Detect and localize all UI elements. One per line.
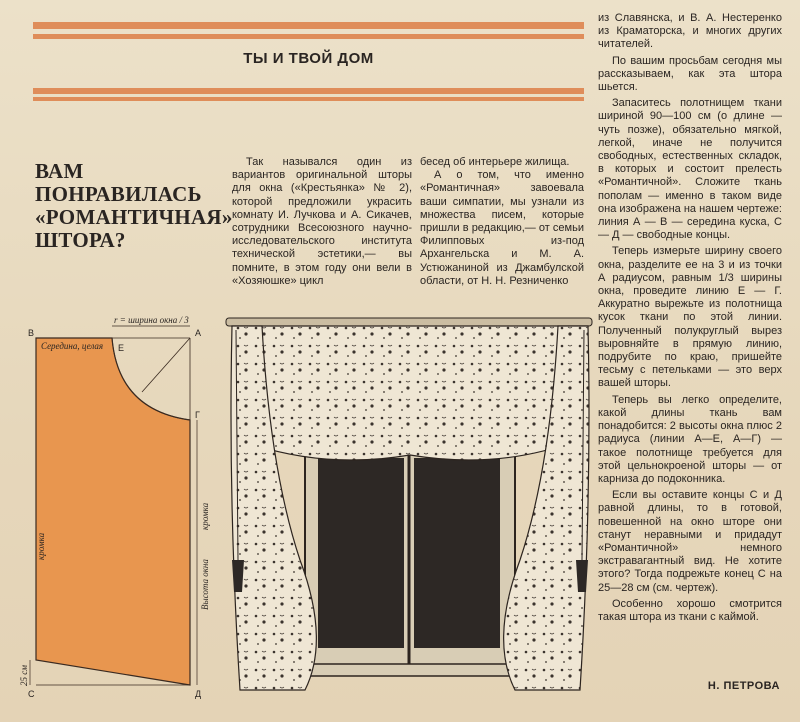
tassel-left [232,560,244,592]
point-d-label: Д [195,689,201,699]
paragraph: Запаситесь полотнищем ткани шириной 90—1… [598,97,782,242]
text-column-3: из Славянска, и В. А. Нестеренко из Крам… [598,12,782,627]
paragraph: бесед об интерьере жилища. [420,156,570,168]
paragraph: Теперь вы легко определите, какой длины … [598,393,782,485]
radius-line [141,337,191,393]
text-column-2: бесед об интерьере жилища. А о том, что … [420,156,584,288]
selvage-label-right: кромка [200,502,210,530]
window-sill [291,663,529,677]
window-pane-left [318,458,404,648]
header-band-top [33,22,584,29]
curtain-drape-left [230,325,317,691]
paragraph: Теперь измерьте ширину своего окна, разд… [598,245,782,390]
paragraph: Так назывался один из вариантов оригинал… [232,156,412,287]
point-e-label: Е [118,343,124,353]
point-g-label: Г [195,410,200,420]
author-signature: Н. ПЕТРОВА [707,680,780,692]
point-c-label: С [28,689,35,699]
headline-line-2: «РОМАНТИЧНАЯ» [35,205,233,229]
paragraph: из Славянска, и В. А. Нестеренко из Крам… [598,12,782,51]
window-height-label: Высота окна [200,559,210,610]
tassel-right [576,560,588,592]
radius-note: r = ширина окна / 3 [114,315,189,325]
headline-line-1: ВАМ ПОНРАВИЛАСЬ [35,159,202,206]
tassel-cord-right [581,329,585,561]
window-pane-right [414,458,500,648]
point-b-label: В [28,328,34,338]
curtain-valance [231,325,589,461]
paragraph: Особенно хорошо смотрится такая штора из… [598,597,782,623]
paragraph: Если вы оставите концы С и Д равной длин… [598,489,782,594]
section-title: ТЫ И ТВОЙ ДОМ [243,50,374,67]
fold-label: Середина, целая [41,341,103,351]
selvage-label-left: кромка [36,532,46,560]
curtain-rod [225,317,593,327]
header-band-bottom-thin [33,97,584,101]
point-a-label: А [195,328,201,338]
text-column-1: Так назывался один из вариантов оригинал… [232,156,412,288]
cut-arc-line [111,337,191,421]
tassel-cord-left [235,329,239,561]
paragraph: По вашим просьбам сегодня мы рассказывае… [598,54,782,94]
header-band-top-thin [33,34,584,39]
paragraph: А о том, что именно «Романтичная» завоев… [420,169,584,287]
article-headline: ВАМ ПОНРАВИЛАСЬ «РОМАНТИЧНАЯ» ШТОРА? [35,159,233,252]
headline-line-3: ШТОРА? [35,228,126,252]
header-band-bottom [33,88,584,94]
cut-length-label: 25 см [19,665,29,686]
curtain-drape-right [503,325,590,691]
